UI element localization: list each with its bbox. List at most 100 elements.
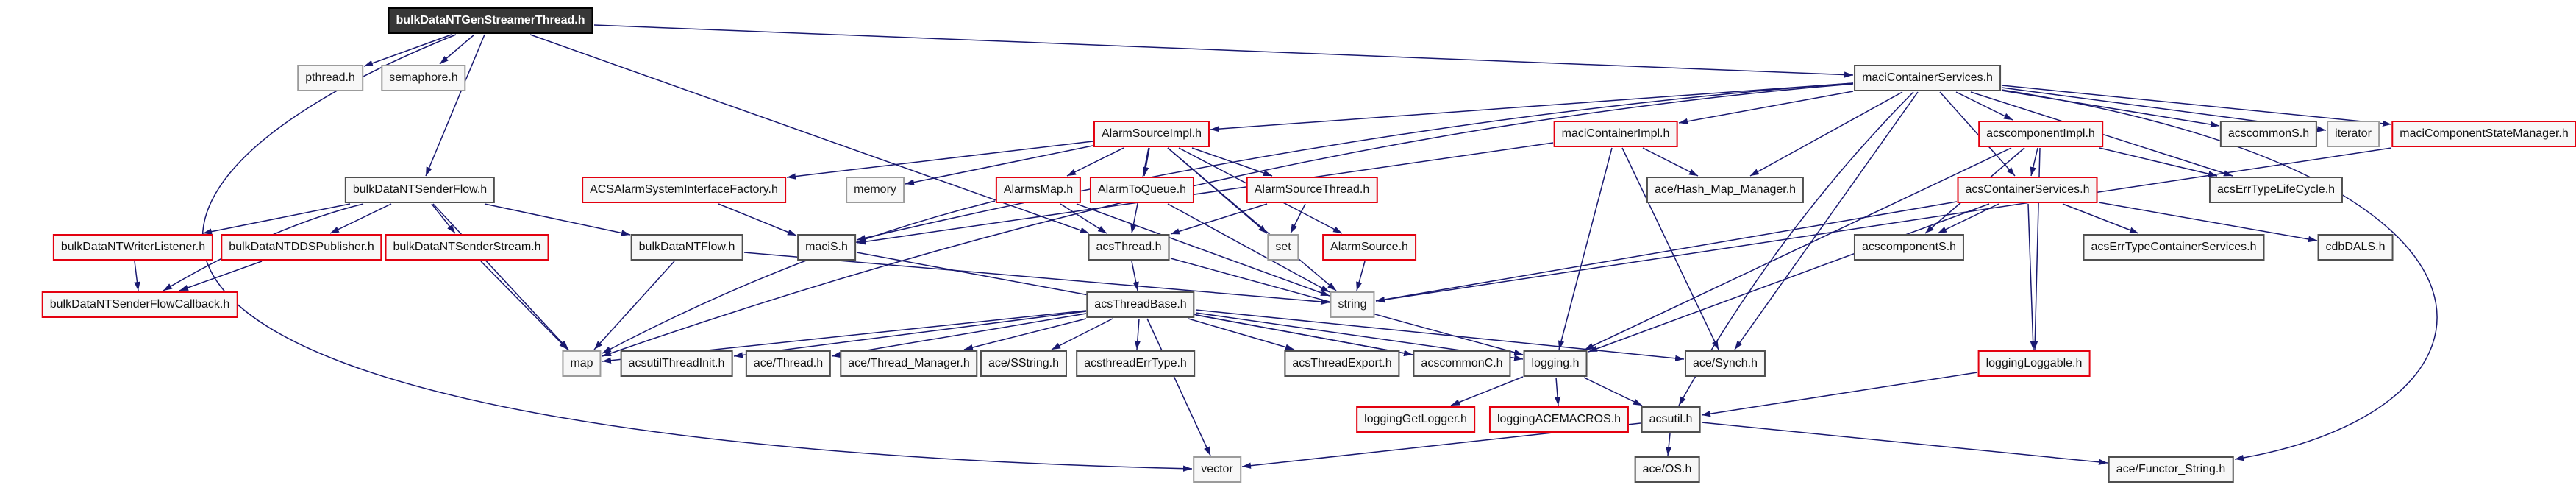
- include-edge-alarmsourcethread-to-acsthread: [1170, 203, 1268, 235]
- include-edge-alarmsmap-to-map: [602, 200, 996, 354]
- include-edge-acscontsvc-to-cdbdals: [2098, 202, 2318, 243]
- include-edge-alarmsourceimpl-to-alarmtoqueue: [1143, 147, 1150, 177]
- graph-node-acsthreadbase[interactable]: acsThreadBase.h: [1086, 291, 1195, 318]
- include-edge-acsutil-to-aceos: [1666, 433, 1672, 456]
- include-edge-alarmsource-to-string: [1356, 261, 1366, 291]
- graph-node-acethreadmgr[interactable]: ace/Thread_Manager.h: [840, 350, 978, 377]
- include-edge-aci-to-errlifecycle: [2099, 147, 2218, 177]
- graph-node-mcs[interactable]: maciContainerServices.h: [1854, 65, 2001, 91]
- graph-node-iterator: iterator: [2327, 121, 2380, 147]
- graph-node-threaderr[interactable]: acsthreadErrType.h: [1076, 350, 1195, 377]
- graph-node-alarmsmap[interactable]: AlarmsMap.h: [995, 177, 1082, 203]
- include-edge-main-to-mcs: [593, 24, 1854, 78]
- graph-node-main: bulkDataNTGenStreamerThread.h: [388, 7, 593, 34]
- include-edge-mci-to-hashmap: [1642, 147, 1699, 177]
- include-edge-alarmsourceimpl-to-string: [1167, 147, 1337, 291]
- graph-node-threadinit[interactable]: acsutilThreadInit.h: [620, 350, 733, 377]
- include-edge-alarmsourceimpl-to-alarmsourcethread: [1191, 147, 1273, 177]
- include-edge-alarmsourceimpl-to-memory: [905, 145, 1093, 185]
- graph-node-acsutil[interactable]: acsutil.h: [1641, 406, 1701, 433]
- include-edge-logging-to-getlogger: [1450, 376, 1524, 406]
- include-edge-mci-to-macis: [856, 142, 1554, 245]
- include-edge-aci-to-logging: [1584, 147, 2012, 350]
- graph-node-aceos[interactable]: ace/OS.h: [1634, 456, 1700, 483]
- include-edge-mci-to-acesynch: [1621, 147, 1719, 350]
- graph-node-sendflowcb[interactable]: bulkDataNTSenderFlowCallback.h: [41, 291, 238, 318]
- include-edge-alarmsourceimpl-to-alarmsmap: [1066, 147, 1124, 177]
- include-edge-mcs-to-hashmap: [1749, 91, 1903, 177]
- include-edge-mcs-to-alarmsourceimpl: [1210, 82, 1854, 132]
- include-edge-mcs-to-acscontsvc: [1939, 91, 2016, 177]
- graph-node-errlifecycle[interactable]: acsErrTypeLifeCycle.h: [2208, 177, 2344, 203]
- include-edge-main-to-semaphore: [439, 34, 475, 65]
- include-edge-mcsm-to-string: [1375, 147, 2392, 303]
- graph-node-memory: memory: [846, 177, 905, 203]
- include-edge-ntflow-to-string: [743, 252, 1330, 305]
- include-edge-sendstream-to-map: [480, 261, 568, 350]
- graph-node-acscommons[interactable]: acscommonS.h: [2219, 121, 2318, 147]
- graph-node-macis[interactable]: maciS.h: [797, 234, 856, 261]
- graph-node-logging[interactable]: logging.h: [1523, 350, 1588, 377]
- graph-node-errcontsvc[interactable]: acsErrTypeContainerServices.h: [2083, 234, 2265, 261]
- graph-node-semaphore: semaphore.h: [381, 65, 466, 91]
- graph-node-mcsm[interactable]: maciComponentStateManager.h: [2391, 121, 2576, 147]
- include-edge-aci-to-acscontsvc: [2030, 147, 2038, 177]
- graph-node-cdbdals[interactable]: cdbDALS.h: [2317, 234, 2394, 261]
- graph-node-ddspub[interactable]: bulkDataNTDDSPublisher.h: [221, 234, 382, 261]
- include-edge-acscontsvc-to-string: [1375, 201, 1958, 303]
- graph-node-string: string: [1330, 291, 1375, 318]
- include-edge-acscontsvc-to-loggable: [2027, 203, 2036, 350]
- graph-node-hashmap[interactable]: ace/Hash_Map_Manager.h: [1646, 177, 1805, 203]
- graph-node-acscomponents[interactable]: acscomponentS.h: [1853, 234, 1965, 261]
- include-edge-alarmsmap-to-string: [1076, 203, 1330, 297]
- include-edge-alarmtoqueue-to-string: [1167, 203, 1330, 293]
- include-edge-sendflow-to-ntflow: [484, 203, 631, 236]
- include-edge-acsalarmfac-to-macis: [718, 203, 797, 236]
- graph-node-acesynch[interactable]: ace/Synch.h: [1684, 350, 1766, 377]
- graph-node-alarmsourcethread[interactable]: AlarmSourceThread.h: [1246, 177, 1378, 203]
- include-edge-mcs-to-acesynch: [1734, 91, 1919, 350]
- include-edge-main-to-sendflow: [425, 34, 485, 177]
- graph-node-aci[interactable]: acscomponentImpl.h: [1978, 121, 2103, 147]
- include-edge-mcs-to-funcstring: [2001, 89, 2438, 461]
- graph-node-acemacros[interactable]: loggingACEMACROS.h: [1488, 406, 1630, 433]
- graph-node-funcstring[interactable]: ace/Functor_String.h: [2108, 456, 2234, 483]
- include-edge-sendflow-to-map: [432, 203, 569, 350]
- graph-node-loggable[interactable]: loggingLoggable.h: [1977, 350, 2091, 377]
- graph-node-alarmtoqueue[interactable]: AlarmToQueue.h: [1089, 177, 1195, 203]
- graph-node-alarmsourceimpl[interactable]: AlarmSourceImpl.h: [1093, 121, 1210, 147]
- graph-node-getlogger[interactable]: loggingGetLogger.h: [1356, 406, 1475, 433]
- graph-node-acscommonc[interactable]: acscommonC.h: [1413, 350, 1511, 377]
- include-edge-sendflow-to-ddspub: [329, 203, 392, 234]
- include-edge-acsthreadbase-to-vector: [1146, 318, 1211, 456]
- include-edge-mcs-to-macis: [856, 82, 1854, 241]
- graph-node-writerlistener[interactable]: bulkDataNTWriterListener.h: [52, 234, 214, 261]
- graph-node-threadexport[interactable]: acsThreadExport.h: [1284, 350, 1400, 377]
- graph-node-acethread[interactable]: ace/Thread.h: [745, 350, 832, 377]
- graph-node-sendstream[interactable]: bulkDataNTSenderStream.h: [385, 234, 549, 261]
- graph-node-acsthread[interactable]: acsThread.h: [1088, 234, 1170, 261]
- include-edge-loggable-to-acsutil: [1701, 372, 1978, 417]
- include-edge-mcs-to-map: [602, 83, 1854, 357]
- include-edge-sendflow-to-writerlistener: [202, 203, 351, 235]
- graph-node-acesstring[interactable]: ace/SString.h: [980, 350, 1068, 377]
- include-edge-acsthreadbase-to-acethread: [831, 313, 1087, 358]
- include-edge-writerlistener-to-sendflowcb: [134, 261, 140, 291]
- graph-node-vector: vector: [1193, 456, 1241, 483]
- include-edge-ntflow-to-map: [593, 261, 675, 350]
- include-edge-ddspub-to-sendflowcb: [179, 261, 263, 291]
- graph-node-mci[interactable]: maciContainerImpl.h: [1553, 121, 1678, 147]
- include-edge-alarmsourceimpl-to-acsalarmfac: [786, 141, 1093, 180]
- graph-node-ntflow[interactable]: bulkDataNTFlow.h: [630, 234, 743, 261]
- include-edge-acsthread-to-acsthreadbase: [1131, 261, 1139, 291]
- graph-node-acsalarmfac[interactable]: ACSAlarmSystemInterfaceFactory.h: [582, 177, 786, 203]
- graph-node-sendflow[interactable]: bulkDataNTSenderFlow.h: [344, 177, 496, 203]
- graph-node-alarmsource[interactable]: AlarmSource.h: [1322, 234, 1416, 261]
- graph-node-acscontsvc[interactable]: acsContainerServices.h: [1957, 177, 2098, 203]
- include-edge-acsthreadbase-to-threaderr: [1134, 318, 1141, 350]
- include-edge-logging-to-acsutil: [1583, 377, 1643, 406]
- include-edge-main-to-vector: [201, 34, 1193, 472]
- include-edge-mcs-to-mcsm: [2001, 85, 2392, 127]
